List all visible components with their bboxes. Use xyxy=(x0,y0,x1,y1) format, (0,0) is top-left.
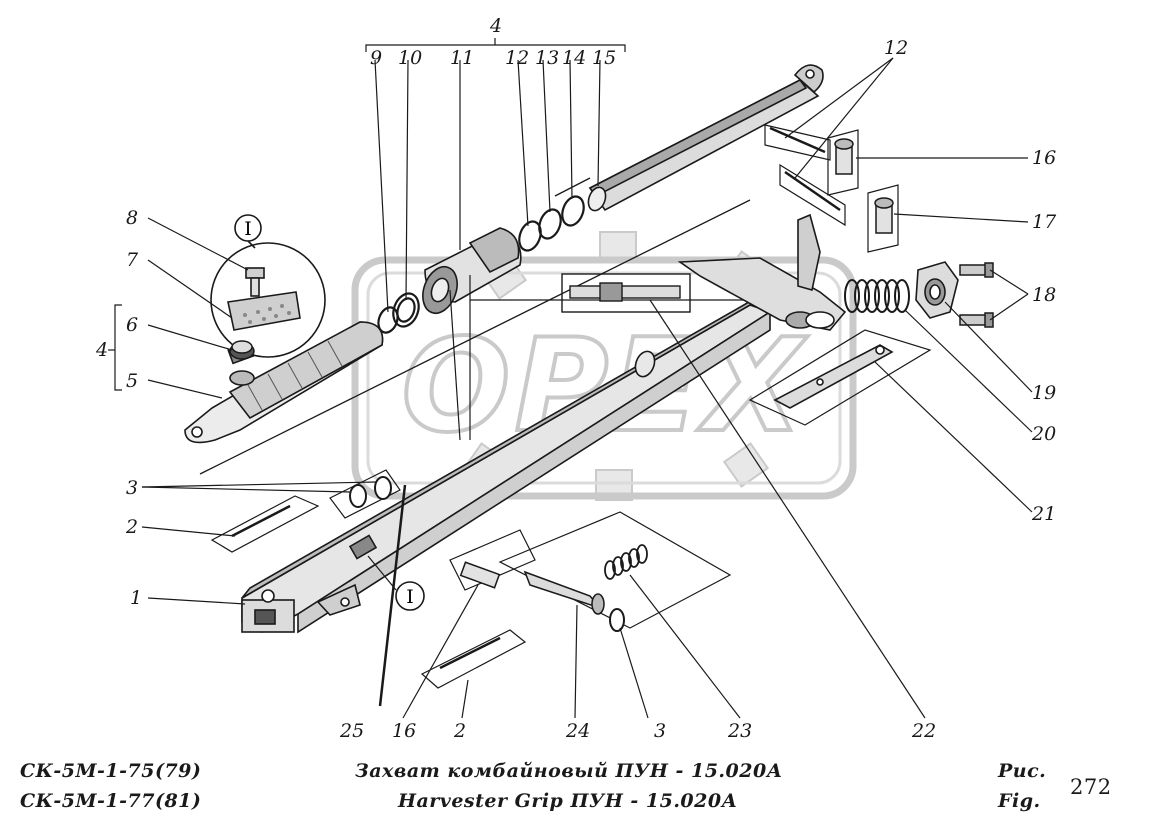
callout-8: 8 xyxy=(126,207,138,229)
screws-18 xyxy=(959,262,994,328)
callout-15: 15 xyxy=(592,47,616,69)
model-line-1: СК-5М-1-75(79) xyxy=(20,760,202,782)
callout-12-right: 12 xyxy=(884,37,908,59)
callout-3: 3 xyxy=(126,477,138,499)
callout-1: 1 xyxy=(130,587,142,609)
callout-4-top: 4 xyxy=(489,15,502,37)
callout-7: 7 xyxy=(126,249,139,271)
spring-20 xyxy=(844,279,910,313)
piston-rod-15 xyxy=(587,64,824,212)
callout-17: 17 xyxy=(1032,211,1057,233)
figure-label-ru: Рис. xyxy=(998,760,1047,782)
callout-21: 21 xyxy=(1031,503,1056,525)
figure-label-en: Fig. xyxy=(998,790,1041,812)
callout-22: 22 xyxy=(911,720,936,742)
detail-marker-upper-label: I xyxy=(244,218,252,240)
callout-9: 9 xyxy=(370,47,382,69)
callout-5: 5 xyxy=(126,370,138,392)
pins-16-17 xyxy=(764,124,899,253)
callout-6: 6 xyxy=(126,314,138,336)
detail-marker-lower-label: I xyxy=(406,586,414,608)
callout-24: 24 xyxy=(565,720,590,742)
callout-13: 13 xyxy=(535,47,559,69)
nut-6 xyxy=(229,340,255,360)
callout-20: 20 xyxy=(1031,423,1056,445)
plate-21 xyxy=(748,329,932,426)
callout-10: 10 xyxy=(398,47,422,69)
piston-11 xyxy=(422,227,522,315)
callout-18: 18 xyxy=(1032,284,1056,306)
rings-12-13-14 xyxy=(518,195,585,252)
title-english: Harvester Grip ПУН - 15.020А xyxy=(398,790,738,812)
bracket-left xyxy=(108,304,122,391)
rings-9-10 xyxy=(377,292,420,334)
figure-number: 272 xyxy=(1070,775,1112,799)
leader-lines xyxy=(141,57,1033,719)
callout-25: 25 xyxy=(339,720,364,742)
detail-view-i xyxy=(210,214,326,358)
pin-assembly xyxy=(561,273,691,313)
callout-4: 4 xyxy=(95,339,108,361)
lever-plate xyxy=(677,213,847,331)
bracket-top xyxy=(365,38,626,52)
callout-19: 19 xyxy=(1032,382,1056,404)
model-line-2: СК-5М-1-77(81) xyxy=(20,790,202,812)
callout-23: 23 xyxy=(727,720,752,742)
callout-2: 2 xyxy=(125,516,138,538)
callout-14: 14 xyxy=(562,47,586,69)
detail-marker-lower: I xyxy=(367,555,425,611)
lower-parts xyxy=(210,469,732,707)
callout-16-bottom: 16 xyxy=(392,720,416,742)
callout-2-bottom: 2 xyxy=(453,720,466,742)
callout-11: 11 xyxy=(450,47,474,69)
callout-numbers: 1 2 3 4 5 6 7 8 9 10 11 12 13 14 15 16 1… xyxy=(95,15,1057,742)
callout-3-bottom: 3 xyxy=(654,720,666,742)
callout-16: 16 xyxy=(1032,147,1056,169)
callout-12: 12 xyxy=(505,47,529,69)
title-russian: Захват комбайновый ПУН - 15.020А xyxy=(355,760,783,782)
